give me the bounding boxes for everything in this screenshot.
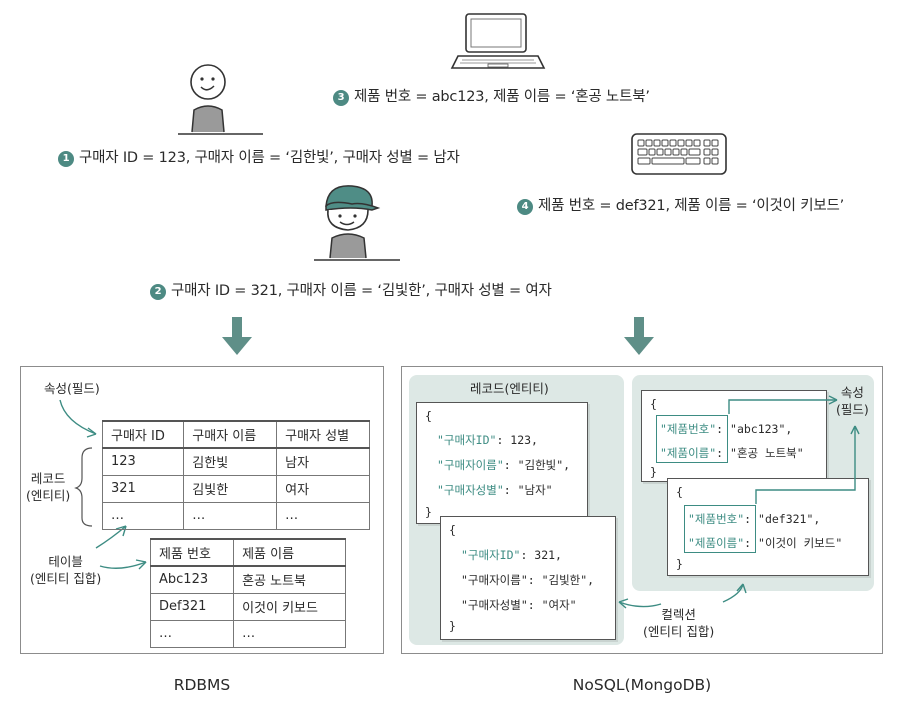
table-cell: …: [149, 619, 235, 648]
field-key: "구매자성별": [437, 483, 504, 497]
table-cell: 김빛한: [183, 474, 278, 503]
brace-open: {: [449, 523, 456, 537]
buyers-table: 구매자 ID 구매자 이름 구매자 성별 123 김한빛 남자 321 김빛한 …: [101, 420, 370, 530]
table-cell: Def321: [149, 592, 235, 621]
brace-close: }: [425, 505, 432, 519]
collection-label: 컬렉션 (엔티티 집합): [643, 606, 714, 640]
field-value: : 321,: [520, 548, 562, 562]
table-row: 123 김한빛 남자: [101, 447, 370, 476]
statement-text: 구매자 ID = 123, 구매자 이름 = ‘김한빛’, 구매자 성별 = 남…: [79, 150, 460, 166]
collection-label-line-2: (엔티티 집합): [643, 624, 715, 639]
column-header: 제품 번호: [149, 538, 235, 567]
brace-open: {: [650, 397, 657, 411]
table-cell: 김한빛: [183, 447, 278, 476]
brace-close: }: [676, 557, 683, 571]
keyboard-icon: [631, 133, 727, 175]
nosql-attribute-label: 속성 (필드): [836, 384, 869, 418]
field-key: "구매자이름": [437, 458, 504, 472]
document-buyer-2: { "구매자ID": 321, "구매자이름": "김빛한", "구매자성별":…: [440, 516, 616, 640]
field-key: "제품이름": [688, 536, 745, 550]
field-highlight-box: [656, 415, 728, 463]
field-value: : "def321",: [744, 512, 821, 526]
table-row: … … …: [101, 501, 370, 530]
field-value: : "여자": [527, 598, 577, 612]
document-product-2: { "제품번호": "def321", "제품이름": "이것이 키보드" }: [667, 478, 869, 576]
field-value: : "혼공 노트북": [716, 446, 804, 460]
field-key: "구매자이름": [461, 573, 528, 587]
field-value: : "abc123",: [716, 422, 793, 436]
field-value: : "김빛한",: [527, 573, 595, 587]
nosql-connector-arrows: [618, 395, 860, 609]
field-key: "제품번호": [688, 512, 745, 526]
buyer-2-illustration: [314, 185, 400, 261]
table-cell: 남자: [276, 447, 370, 476]
table-cell: …: [233, 619, 346, 648]
brace-close: }: [650, 465, 657, 479]
statement-number-badge: 3: [333, 90, 349, 106]
table-row: 321 김빛한 여자: [101, 474, 370, 503]
record-label-line-2: (엔티티): [26, 488, 71, 503]
field-value: : 123,: [496, 433, 538, 447]
table-cell: 이것이 키보드: [233, 592, 346, 621]
statement-number-badge: 4: [517, 199, 533, 215]
record-label-line-1: 레코드: [30, 471, 66, 486]
nosql-record-label: 레코드(엔티티): [470, 381, 549, 396]
statement-number-badge: 1: [58, 151, 74, 167]
statement-2: 2 구매자 ID = 321, 구매자 이름 = ‘김빛한’, 구매자 성별 = …: [150, 279, 552, 300]
brace-open: {: [676, 485, 683, 499]
table-cell: 123: [101, 447, 185, 476]
field-key: "구매자ID": [461, 548, 521, 562]
nosql-attribute-label-line-1: 속성: [840, 385, 864, 400]
statement-4: 4 제품 번호 = def321, 제품 이름 = ‘이것이 키보드’: [517, 194, 844, 215]
field-value: : "이것이 키보드": [744, 536, 843, 550]
buyer-1-illustration: [178, 64, 263, 135]
table-cell: 321: [101, 474, 185, 503]
table-cell: Abc123: [149, 565, 235, 594]
down-arrow-rdbms: [222, 317, 252, 355]
document-buyer-1: { "구매자ID": 123, "구매자이름": "김한빛", "구매자성별":…: [416, 402, 588, 524]
statement-text: 제품 번호 = abc123, 제품 이름 = ‘혼공 노트북’: [354, 89, 650, 105]
document-product-1: { "제품번호": "abc123", "제품이름": "혼공 노트북" }: [641, 390, 827, 482]
field-key: "제품번호": [660, 422, 717, 436]
statement-1: 1 구매자 ID = 123, 구매자 이름 = ‘김한빛’, 구매자 성별 = …: [58, 146, 460, 167]
table-header-row: 구매자 ID 구매자 이름 구매자 성별: [101, 420, 370, 449]
field-highlight-box: [684, 505, 756, 553]
rdbms-caption: RDBMS: [173, 676, 231, 694]
table-label-line-1: 테이블: [48, 554, 83, 569]
field-key: "구매자ID": [437, 433, 497, 447]
statement-3: 3 제품 번호 = abc123, 제품 이름 = ‘혼공 노트북’: [333, 85, 650, 106]
table-row: … …: [149, 619, 346, 648]
products-table: 제품 번호 제품 이름 Abc123 혼공 노트북 Def321 이것이 키보드…: [149, 538, 346, 648]
table-label-line-2: (엔티티 집합): [30, 571, 102, 586]
column-header: 구매자 ID: [101, 420, 185, 449]
brace-close: }: [449, 619, 456, 633]
table-header-row: 제품 번호 제품 이름: [149, 538, 346, 567]
table-row: Abc123 혼공 노트북: [149, 565, 346, 594]
collection-label-line-1: 컬렉션: [661, 607, 696, 622]
record-label: 레코드 (엔티티): [26, 470, 70, 504]
column-header: 제품 이름: [233, 538, 346, 567]
column-header: 구매자 이름: [183, 420, 278, 449]
field-value: : "남자": [503, 483, 553, 497]
table-cell: …: [101, 501, 185, 530]
column-header: 구매자 성별: [276, 420, 370, 449]
attribute-label: 속성(필드): [44, 381, 100, 396]
table-cell: …: [183, 501, 278, 530]
brace-open: {: [425, 409, 432, 423]
field-key: "구매자성별": [461, 598, 528, 612]
statement-number-badge: 2: [150, 284, 166, 300]
statement-text: 구매자 ID = 321, 구매자 이름 = ‘김빛한’, 구매자 성별 = 여…: [171, 283, 552, 299]
down-arrow-nosql: [624, 317, 654, 355]
table-label: 테이블 (엔티티 집합): [30, 553, 101, 587]
statement-text: 제품 번호 = def321, 제품 이름 = ‘이것이 키보드’: [538, 198, 845, 214]
table-cell: …: [276, 501, 370, 530]
field-value: : "김한빛",: [503, 458, 571, 472]
nosql-caption: NoSQL(MongoDB): [572, 676, 712, 694]
table-row: Def321 이것이 키보드: [149, 592, 346, 621]
table-cell: 혼공 노트북: [233, 565, 346, 594]
table-cell: 여자: [276, 474, 370, 503]
field-key: "제품이름": [660, 446, 717, 460]
nosql-attribute-label-line-2: (필드): [836, 402, 869, 417]
laptop-icon: [450, 13, 546, 69]
